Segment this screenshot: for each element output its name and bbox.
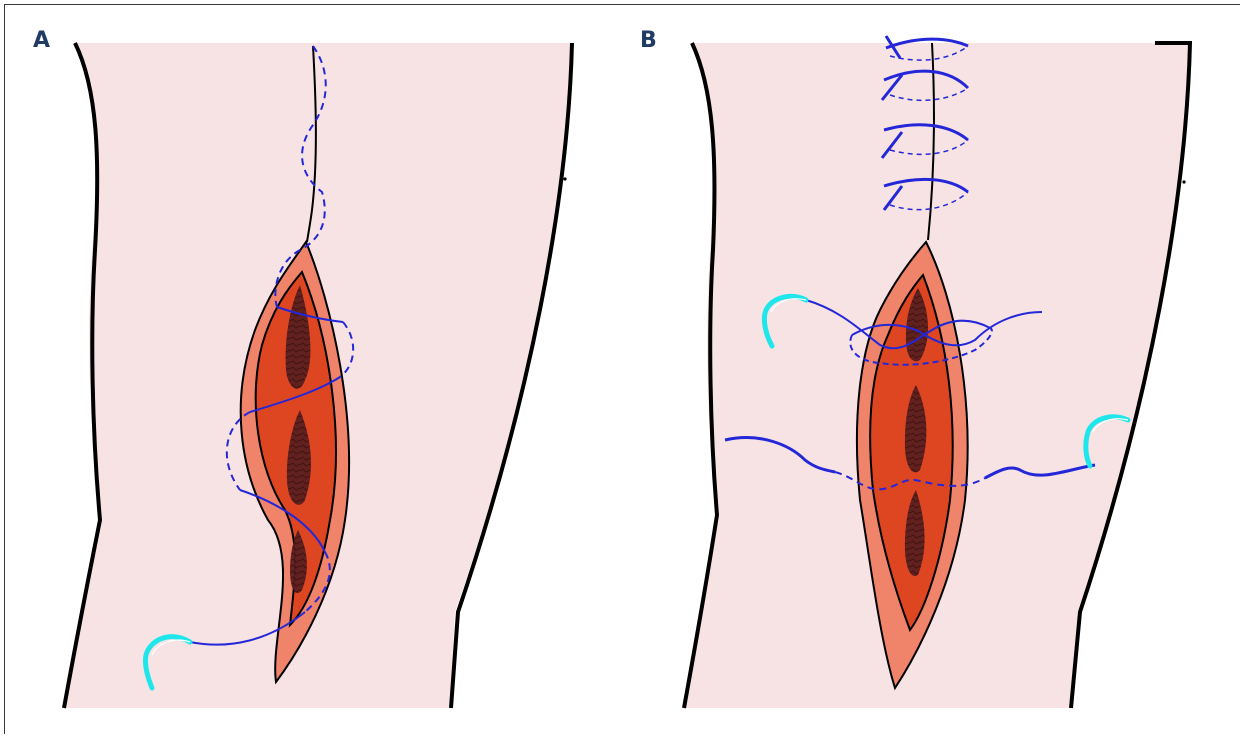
panel-a xyxy=(64,43,572,708)
panel-b xyxy=(684,36,1190,708)
